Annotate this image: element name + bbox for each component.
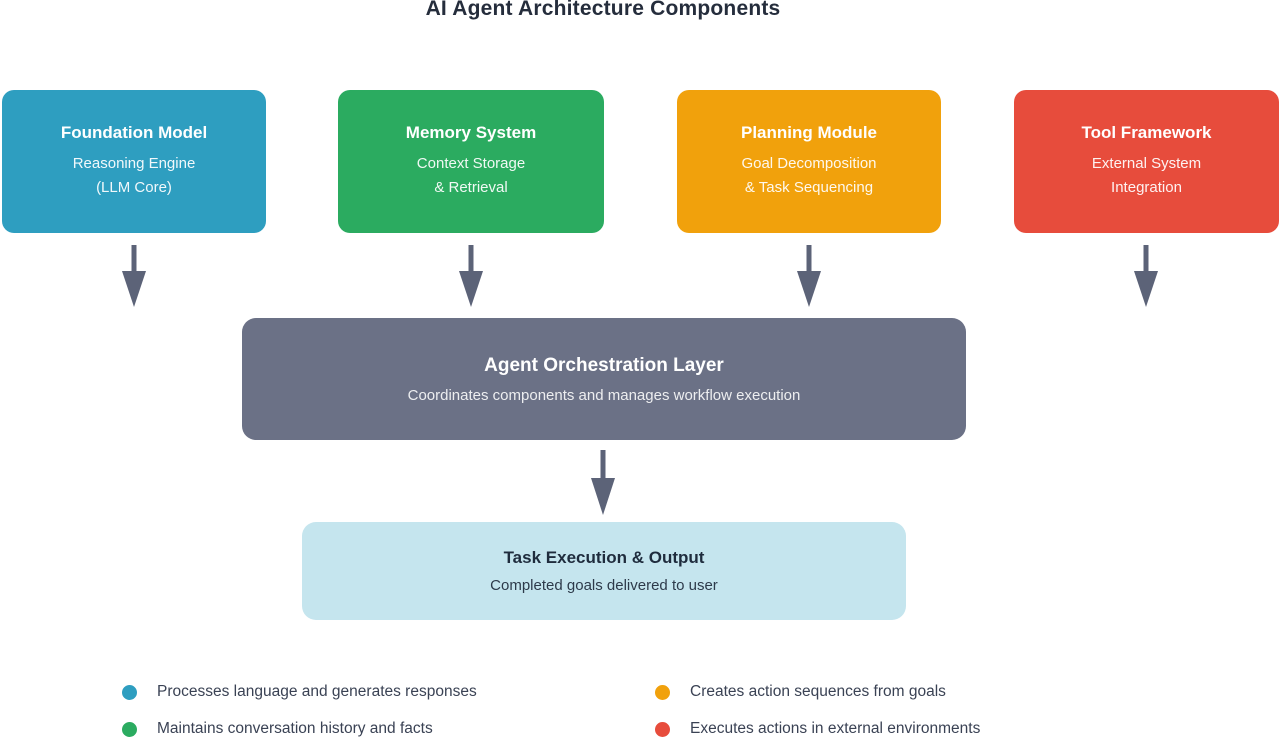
component-box-memory-system: Memory System Context Storage & Retrieva… <box>338 90 604 233</box>
component-subtitle-line: & Retrieval <box>434 179 508 196</box>
component-subtitle: Context Storage & Retrieval <box>417 152 525 200</box>
component-subtitle: Goal Decomposition & Task Sequencing <box>741 152 876 200</box>
component-title: Foundation Model <box>60 123 208 142</box>
legend-label: Creates action sequences from goals <box>690 683 946 700</box>
orchestration-title: Agent Orchestration Layer <box>484 354 724 376</box>
legend-item: Processes language and generates respons… <box>122 683 477 700</box>
diagram-title: AI Agent Architecture Components <box>425 0 781 20</box>
legend-label: Executes actions in external environment… <box>690 720 981 737</box>
component-subtitle: Reasoning Engine (LLM Core) <box>73 152 196 200</box>
component-box-foundation-model: Foundation Model Reasoning Engine (LLM C… <box>2 90 266 233</box>
legend-label: Maintains conversation history and facts <box>157 720 433 737</box>
down-arrow-icon <box>121 245 147 307</box>
component-title: Tool Framework <box>1081 123 1212 142</box>
component-subtitle-line: Goal Decomposition <box>741 155 877 172</box>
legend-item: Maintains conversation history and facts <box>122 720 433 737</box>
component-subtitle-line: Integration <box>1111 179 1182 196</box>
component-box-planning-module: Planning Module Goal Decomposition & Tas… <box>677 90 941 233</box>
legend-dot-icon <box>655 684 670 700</box>
component-subtitle: External System Integration <box>1092 152 1201 200</box>
legend-dot-icon <box>122 684 137 700</box>
down-arrow-icon <box>458 245 484 307</box>
down-arrow-icon <box>590 450 616 515</box>
output-title: Task Execution & Output <box>503 548 705 567</box>
task-execution-output-box: Task Execution & Output Completed goals … <box>302 522 906 620</box>
orchestration-layer-box: Agent Orchestration Layer Coordinates co… <box>242 318 966 440</box>
component-subtitle-line: Context Storage <box>416 155 526 172</box>
legend-label: Processes language and generates respons… <box>157 683 477 700</box>
down-arrow-icon <box>796 245 822 307</box>
component-box-tool-framework: Tool Framework External System Integrati… <box>1014 90 1279 233</box>
down-arrow-icon <box>1133 245 1159 307</box>
component-title: Memory System <box>405 123 537 142</box>
component-subtitle-line: External System <box>1091 155 1202 172</box>
component-title: Planning Module <box>741 123 877 142</box>
legend-item: Creates action sequences from goals <box>655 683 946 700</box>
component-subtitle-line: (LLM Core) <box>96 179 172 196</box>
component-subtitle-line: & Task Sequencing <box>744 179 874 196</box>
output-subtitle: Completed goals delivered to user <box>490 577 718 594</box>
legend-dot-icon <box>655 721 670 737</box>
legend-dot-icon <box>122 721 137 737</box>
legend-item: Executes actions in external environment… <box>655 720 981 737</box>
orchestration-subtitle: Coordinates components and manages workf… <box>407 386 801 404</box>
component-subtitle-line: Reasoning Engine <box>72 155 196 172</box>
